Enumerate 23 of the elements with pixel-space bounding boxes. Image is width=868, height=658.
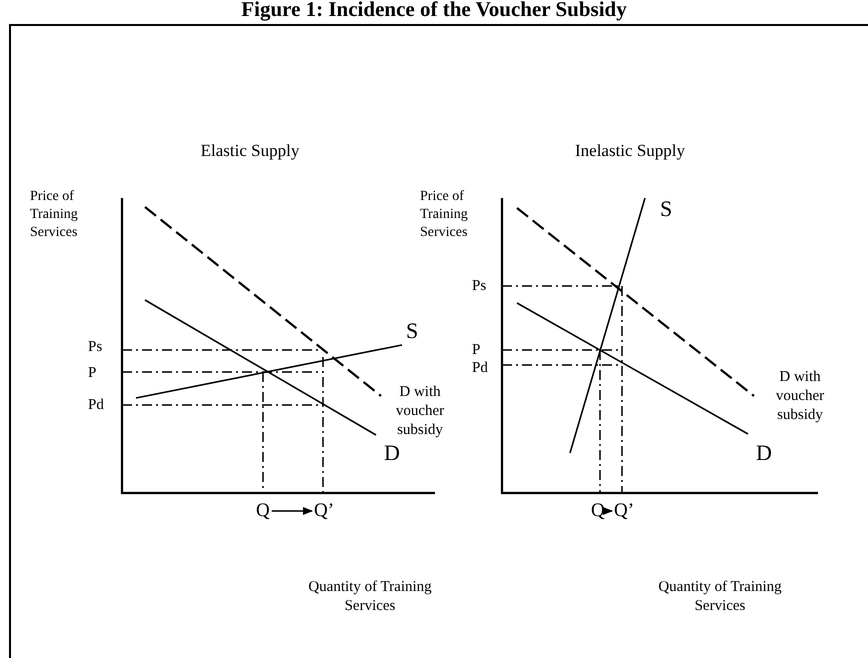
axis-label: Quantity of Training Services (307, 578, 433, 616)
axis-label: Price of Training Services (30, 188, 79, 242)
tick-label: Pd (88, 396, 104, 415)
quantity-label: Q’ (314, 500, 334, 522)
arrow (603, 507, 613, 515)
quantity-label: Q’ (614, 500, 634, 522)
arrow (272, 507, 313, 515)
panel-title: Inelastic Supply (574, 140, 686, 161)
curve-label: S (660, 196, 672, 222)
axis-label: Quantity of Training Services (657, 578, 783, 616)
tick-label: Ps (88, 338, 102, 357)
tick-label: Pd (472, 359, 488, 378)
curve-label: D with voucher subsidy (774, 368, 826, 425)
tick-label: Ps (472, 277, 486, 296)
quantity-label: Q (256, 500, 270, 522)
panel-title: Elastic Supply (200, 140, 300, 161)
curve-label: D (756, 440, 772, 466)
curve-label: D (384, 440, 400, 466)
curve-label: S (406, 318, 418, 344)
tick-label: P (88, 364, 96, 383)
curve-label: D with voucher subsidy (394, 383, 446, 440)
axis-label: Price of Training Services (420, 188, 469, 242)
tick-label: P (472, 341, 480, 360)
